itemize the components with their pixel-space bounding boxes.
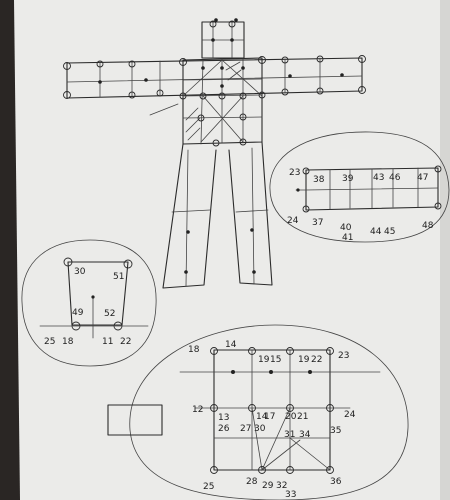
bc-label-3: 15 <box>270 355 281 365</box>
bc-label-1: 14 <box>225 340 237 350</box>
bc-label-5: 22 <box>311 355 322 365</box>
rp-label-0: 23 <box>289 168 300 178</box>
bc-label-24: 33 <box>285 490 296 500</box>
bc-label-4: 19 <box>298 355 310 365</box>
right-hand-diagram: 23 38 39 43 46 47 24 37 40 41 44 45 48 <box>269 131 450 243</box>
rp-label-8: 40 <box>340 223 352 233</box>
rp-label-1: 38 <box>313 175 325 185</box>
bc-label-25: 36 <box>330 477 342 487</box>
left-circle-outline <box>21 239 157 367</box>
left-foot-diagram: 30 51 49 52 25 18 11 22 <box>21 239 157 367</box>
bc-label-8: 13 <box>218 413 229 423</box>
rp-label-11: 45 <box>384 227 395 237</box>
bc-label-16: 30 <box>254 424 266 434</box>
paper-sheet <box>14 0 450 500</box>
bc-label-19: 35 <box>330 426 341 436</box>
rp-label-5: 47 <box>417 173 428 183</box>
right-circle-outline <box>269 131 450 243</box>
rp-label-2: 39 <box>342 174 354 184</box>
bc-label-18: 34 <box>299 430 311 440</box>
bc-label-15: 27 <box>240 424 251 434</box>
bc-label-14: 26 <box>218 424 230 434</box>
sketch-box <box>107 404 163 436</box>
lc-label-6: 11 <box>102 337 113 347</box>
bc-label-23: 32 <box>276 481 287 491</box>
bc-label-21: 28 <box>246 477 258 487</box>
bc-label-10: 17 <box>264 412 275 422</box>
lc-label-1: 51 <box>113 272 124 282</box>
arms-bar <box>66 57 363 99</box>
bc-label-20: 25 <box>203 482 214 492</box>
bc-label-11: 20 <box>285 412 297 422</box>
rp-label-4: 46 <box>389 173 401 183</box>
right-leg <box>228 141 273 286</box>
paper-right-edge <box>440 0 450 500</box>
human-figure-sketch <box>63 18 366 289</box>
bc-label-9: 14 <box>256 412 268 422</box>
rp-label-10: 44 <box>370 227 382 237</box>
lc-label-0: 30 <box>74 267 86 277</box>
lc-label-7: 22 <box>120 337 131 347</box>
lc-label-3: 52 <box>104 309 115 319</box>
lc-label-2: 49 <box>72 308 84 318</box>
bc-label-2: 19 <box>258 355 270 365</box>
figure-dots <box>98 18 344 274</box>
figure-joints <box>63 20 366 147</box>
bc-label-7: 12 <box>192 405 203 415</box>
bottom-grid-diagram: 18 14 19 15 19 22 23 12 13 14 17 20 21 2… <box>107 324 409 500</box>
lc-label-4: 25 <box>44 337 55 347</box>
bc-label-6: 23 <box>338 351 349 361</box>
rp-label-9: 41 <box>342 233 353 243</box>
bc-label-17: 31 <box>284 430 295 440</box>
rp-label-7: 37 <box>312 218 323 228</box>
lc-label-5: 18 <box>62 337 74 347</box>
rp-label-3: 43 <box>373 173 384 183</box>
bc-label-22: 29 <box>262 481 274 491</box>
rp-label-6: 24 <box>287 216 299 226</box>
bc-label-13: 24 <box>344 410 356 420</box>
rp-label-12: 48 <box>422 221 434 231</box>
bc-label-0: 18 <box>188 345 200 355</box>
left-leg <box>162 143 217 289</box>
bc-label-12: 21 <box>297 412 308 422</box>
bottom-circle-outline <box>129 324 409 500</box>
